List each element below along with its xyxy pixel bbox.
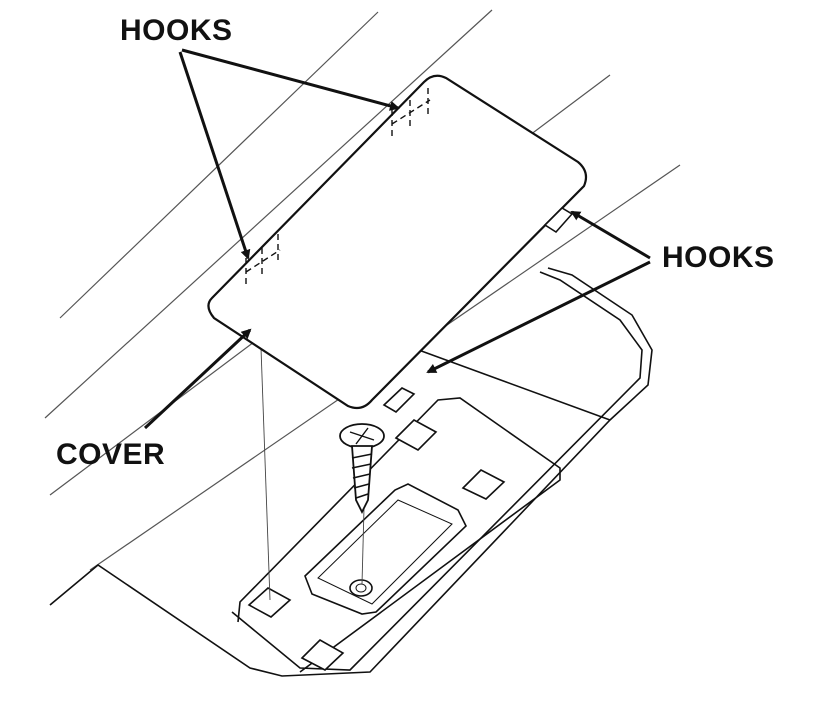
console-housing (49, 267, 653, 677)
hook-slot (300, 639, 345, 671)
screw-shank (351, 445, 373, 515)
panel-edge-line (44, 9, 493, 419)
guide-line (259, 319, 271, 601)
console-recess-outline (237, 397, 561, 673)
screw-well (304, 483, 467, 615)
arrow-hooks-top-left (178, 51, 251, 260)
guide-line (361, 507, 365, 585)
screw-hole (349, 579, 373, 597)
cover-hidden-hook (391, 88, 431, 138)
callout-arrows (143, 48, 651, 430)
cover-outline (207, 74, 588, 410)
screw-threads (351, 453, 373, 499)
hooks-label-right: HOOKS (662, 241, 775, 274)
hook-slot (461, 469, 506, 500)
screw-well-inner (317, 499, 453, 605)
screw-hole-inner (355, 583, 367, 593)
arrow-hooks-right-upper (570, 210, 651, 260)
hook-slot (247, 587, 292, 618)
arrow-hooks-right-lower (426, 260, 651, 374)
cover-hidden-hook (245, 234, 281, 288)
screw (339, 423, 385, 515)
console-inner-outline (231, 271, 643, 671)
console-ridge-line (404, 344, 611, 421)
screw-well-outline (304, 483, 467, 615)
cover-panel (207, 74, 588, 414)
alignment-guides (259, 319, 365, 601)
hook-slots (247, 419, 506, 671)
cover-label: COVER (56, 438, 166, 471)
hook-slot (394, 419, 438, 451)
hooks-label-top: HOOKS (120, 14, 233, 47)
arrow-hooks-top-right (181, 48, 400, 111)
screw-head-slot (349, 427, 375, 445)
arrow-cover (143, 328, 252, 430)
panel-edge-line (59, 11, 379, 319)
cover-hook-tab (382, 387, 416, 414)
